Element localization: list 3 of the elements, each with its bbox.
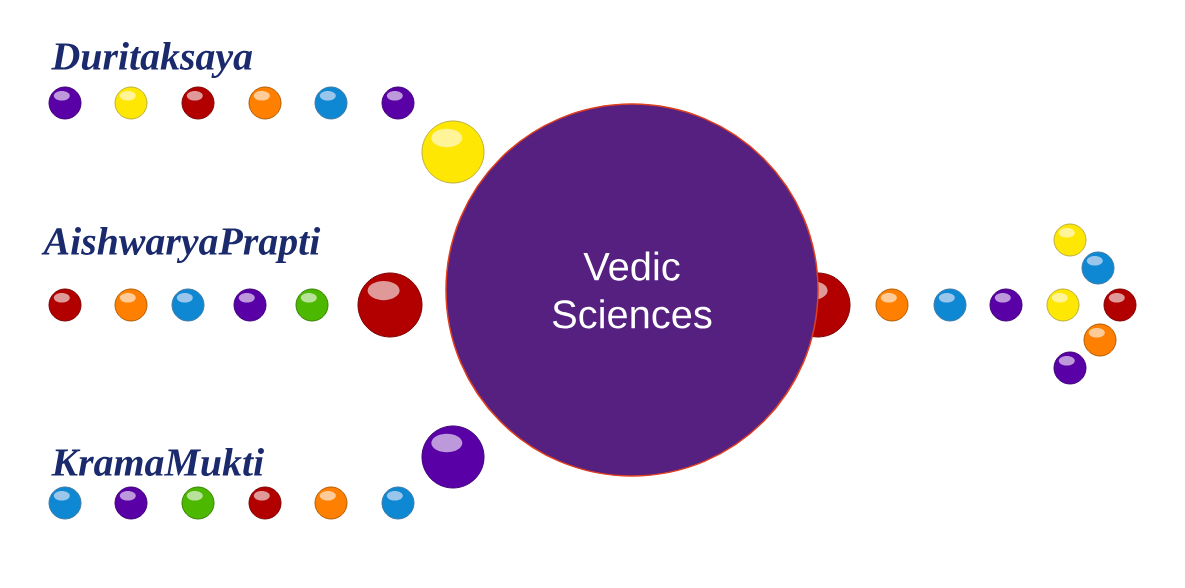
heading: AishwaryaPrapti — [41, 226, 321, 264]
heading: Duritaksaya — [51, 41, 253, 79]
heading: KramaMukti — [51, 447, 264, 477]
